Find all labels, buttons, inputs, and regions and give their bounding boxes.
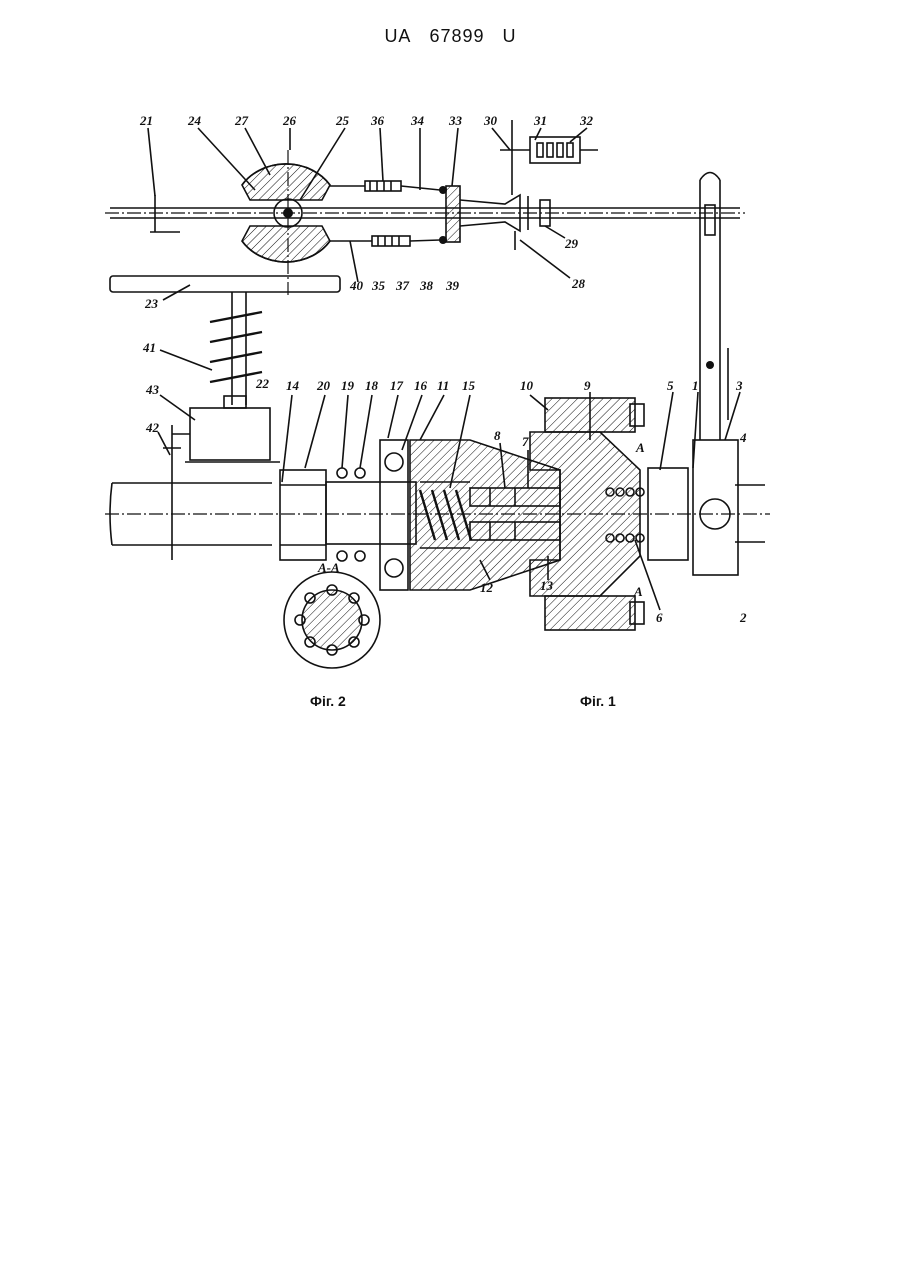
label-33: 33 (448, 113, 463, 128)
label-18: 18 (365, 378, 379, 393)
label-11: 11 (437, 378, 449, 393)
label-42: 42 (145, 420, 160, 435)
label-43: 43 (145, 382, 160, 397)
label-16: 16 (414, 378, 428, 393)
label-38: 38 (419, 278, 434, 293)
nut (280, 470, 326, 560)
label-41: 41 (142, 340, 156, 355)
label-6: 6 (656, 610, 663, 625)
label-36: 36 (370, 113, 385, 128)
label-8: 8 (494, 428, 501, 443)
label-17: 17 (390, 378, 404, 393)
section-a-a (284, 572, 380, 668)
label-9: 9 (584, 378, 591, 393)
label-25: 25 (335, 113, 350, 128)
label-3: 3 (735, 378, 743, 393)
figure-1-caption: Фіг. 1 (580, 693, 616, 709)
label-19: 19 (341, 378, 355, 393)
label-4: 4 (739, 430, 747, 445)
lever-bar (110, 276, 340, 292)
label-5: 5 (667, 378, 674, 393)
spring-column (210, 292, 262, 408)
label-13: 13 (540, 578, 554, 593)
label-section-a-a: A-A (317, 560, 340, 575)
label-31: 31 (533, 113, 547, 128)
label-40: 40 (349, 278, 364, 293)
label-34: 34 (410, 113, 425, 128)
radial-bearing (337, 440, 408, 590)
label-1: 1 (692, 378, 699, 393)
figure-2-caption: Фіг. 2 (310, 693, 346, 709)
lower-spring (330, 236, 447, 246)
label-a-bottom: A (633, 584, 643, 599)
label-27: 27 (234, 113, 249, 128)
label-32: 32 (579, 113, 594, 128)
label-a-top: A (635, 440, 645, 455)
label-7: 7 (522, 434, 529, 449)
upper-shaft (105, 195, 745, 232)
label-24: 24 (187, 113, 202, 128)
label-35: 35 (371, 278, 386, 293)
label-39: 39 (445, 278, 460, 293)
label-22: 22 (255, 376, 270, 391)
label-28: 28 (571, 276, 586, 291)
label-21: 21 (139, 113, 153, 128)
label-26: 26 (282, 113, 297, 128)
label-23: 23 (144, 296, 159, 311)
actuator-block (163, 408, 280, 560)
label-29: 29 (564, 236, 579, 251)
label-37: 37 (395, 278, 410, 293)
label-2: 2 (739, 610, 747, 625)
label-30: 30 (483, 113, 498, 128)
label-14: 14 (286, 378, 300, 393)
label-20: 20 (316, 378, 331, 393)
control-lever (693, 173, 738, 576)
label-10: 10 (520, 378, 534, 393)
upper-spring (330, 181, 447, 194)
label-12: 12 (480, 580, 494, 595)
label-15: 15 (462, 378, 476, 393)
